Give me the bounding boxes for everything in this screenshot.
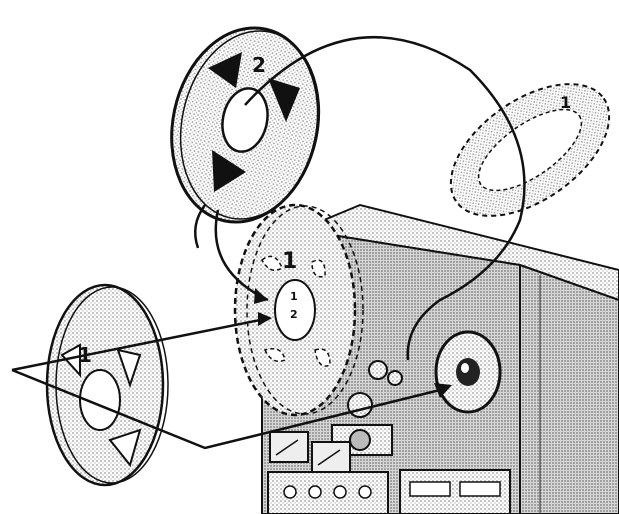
ghost-reel: 1 bbox=[428, 57, 619, 242]
hub-label-lower: 2 bbox=[290, 308, 298, 321]
reel-1-front: 1 bbox=[47, 285, 168, 485]
hub-label-upper: 1 bbox=[290, 290, 298, 303]
reel-2-number: 2 bbox=[252, 53, 266, 77]
ghost-reel-number: 1 bbox=[560, 93, 571, 112]
takeup-spindle bbox=[436, 332, 500, 412]
control-panel bbox=[268, 470, 510, 514]
dashed-reel-number: 1 bbox=[282, 249, 297, 274]
reel-2: 2 bbox=[154, 14, 336, 236]
